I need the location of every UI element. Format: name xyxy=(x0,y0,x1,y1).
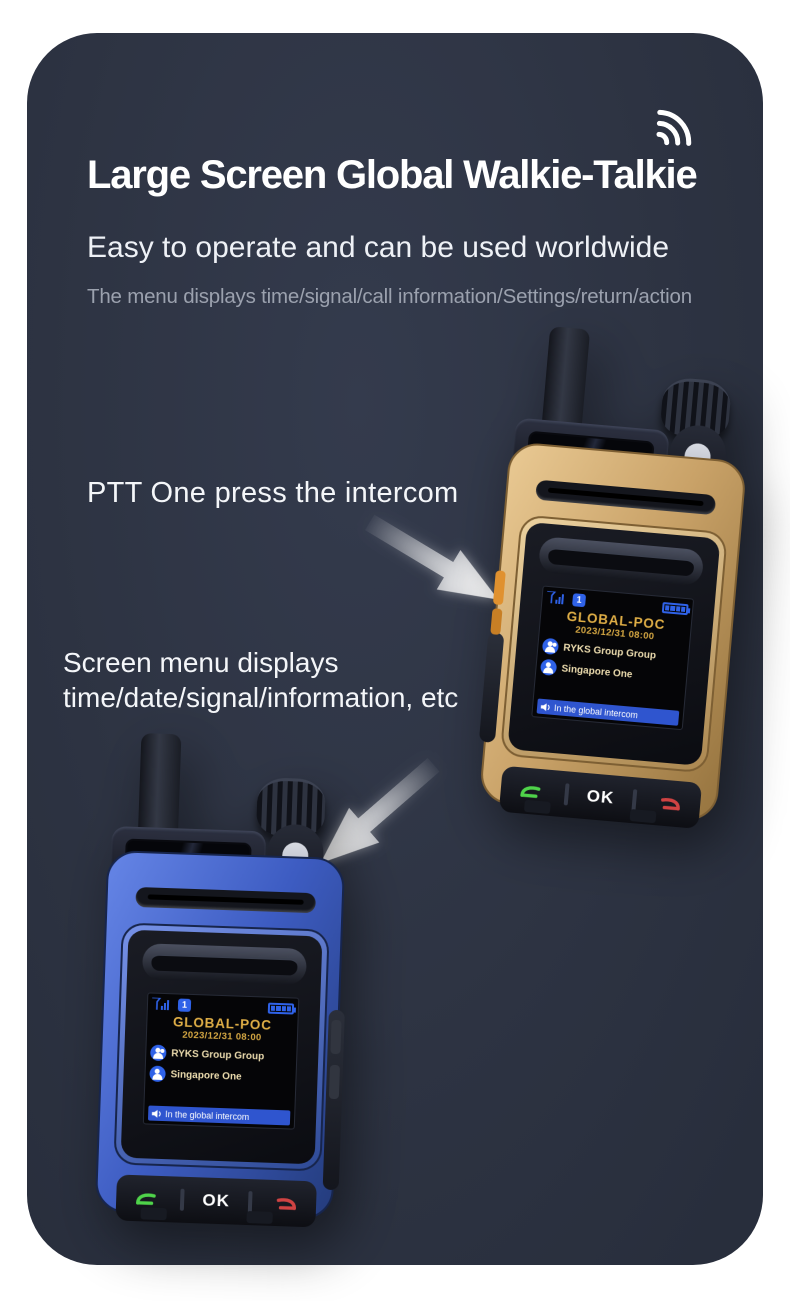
contact-row-label: Singapore One xyxy=(170,1068,242,1083)
side-button xyxy=(490,608,503,635)
contact-row: Singapore One xyxy=(149,1065,291,1087)
wifi-signal-icon xyxy=(656,109,692,146)
screen-glass: 1 GLOBAL-POC 2023/12/31 08:00 RYKS Group… xyxy=(120,929,323,1165)
end-key xyxy=(634,778,702,829)
call-key xyxy=(499,766,567,817)
callout-screen-menu-line2: time/date/signal/information, etc xyxy=(63,682,459,713)
page-title: Large Screen Global Walkie-Talkie xyxy=(87,153,698,197)
front-speaker-bar xyxy=(537,536,705,587)
side-button xyxy=(328,1064,340,1100)
blue-walkie-talkie: 1 GLOBAL-POC 2023/12/31 08:00 RYKS Group… xyxy=(94,732,350,1228)
device-body: 1 GLOBAL-POC 2023/12/31 08:00 RYKS Group… xyxy=(94,849,346,1228)
key-bar: OK xyxy=(498,765,703,829)
sim-card-icon: 1 xyxy=(572,593,587,608)
lcd-screen: 1 GLOBAL-POC 2023/12/31 08:00 RYKS Group… xyxy=(142,992,300,1130)
lcd-screen: 1 GLOBAL-POC 2023/12/31 08:00 RYKS Group… xyxy=(531,585,695,731)
ok-key-label: OK xyxy=(585,786,616,808)
speaker-icon xyxy=(540,702,550,711)
callout-screen-menu-line1: Screen menu displays xyxy=(63,647,339,678)
lcd-banner-text: In the global intercom xyxy=(553,702,639,720)
ok-key: OK xyxy=(183,1177,249,1225)
key-bar: OK xyxy=(115,1174,317,1228)
group-call-icon xyxy=(150,1044,167,1062)
group-row: RYKS Group Group xyxy=(150,1044,292,1066)
ok-key-label: OK xyxy=(202,1190,231,1211)
speaker-grille xyxy=(135,886,316,914)
signal-strength-icon xyxy=(152,997,170,1011)
end-key-icon xyxy=(661,798,680,811)
group-call-icon xyxy=(541,637,560,656)
screen-glass: 1 GLOBAL-POC 2023/12/31 08:00 RYKS Group… xyxy=(507,521,721,766)
device-body: 1 GLOBAL-POC 2023/12/31 08:00 RYKS Group… xyxy=(478,441,748,829)
arrow-down-left-icon xyxy=(320,758,440,864)
lcd-banner-text: In the global intercom xyxy=(165,1108,250,1122)
sim-card-icon: 1 xyxy=(177,998,192,1012)
call-key-icon xyxy=(520,786,541,798)
lcd-status-bar: 1 xyxy=(152,997,295,1017)
ok-key: OK xyxy=(567,772,635,823)
front-speaker-bar xyxy=(141,943,308,985)
promo-card: Large Screen Global Walkie-Talkie Easy t… xyxy=(27,33,763,1265)
lcd-banner: In the global intercom xyxy=(147,1105,291,1126)
speaker-icon xyxy=(151,1109,161,1118)
page-subtitle: Easy to operate and can be used worldwid… xyxy=(87,231,670,264)
screen-panel: 1 GLOBAL-POC 2023/12/31 08:00 RYKS Group… xyxy=(113,922,330,1172)
call-key xyxy=(115,1174,181,1222)
battery-icon xyxy=(661,602,689,616)
callout-screen-menu: Screen menu displays time/date/signal/in… xyxy=(63,645,458,715)
lcd-banner: In the global intercom xyxy=(536,698,680,726)
arrow-down-right-icon xyxy=(365,514,499,600)
contact-row-label: Singapore One xyxy=(561,662,633,681)
screen-panel: 1 GLOBAL-POC 2023/12/31 08:00 RYKS Group… xyxy=(499,514,729,774)
battery-icon xyxy=(267,1002,295,1015)
speaker-grille xyxy=(535,479,717,516)
page-description: The menu displays time/signal/call infor… xyxy=(87,285,692,308)
end-key-icon xyxy=(276,1198,296,1210)
lcd-status-bar: 1 xyxy=(546,590,689,617)
side-rail xyxy=(478,631,505,743)
callout-ptt: PTT One press the intercom xyxy=(87,477,459,509)
signal-strength-icon xyxy=(547,590,565,605)
side-button xyxy=(330,1019,342,1055)
call-key-icon xyxy=(136,1193,156,1205)
gold-walkie-talkie: 1 GLOBAL-POC 2023/12/31 08:00 RYKS Group… xyxy=(478,324,757,829)
group-row-label: RYKS Group Group xyxy=(562,642,657,662)
end-key xyxy=(251,1179,317,1227)
group-row-label: RYKS Group Group xyxy=(171,1047,265,1063)
contact-icon xyxy=(539,658,558,676)
contact-icon xyxy=(149,1065,166,1083)
ptt-side-button xyxy=(492,570,506,606)
